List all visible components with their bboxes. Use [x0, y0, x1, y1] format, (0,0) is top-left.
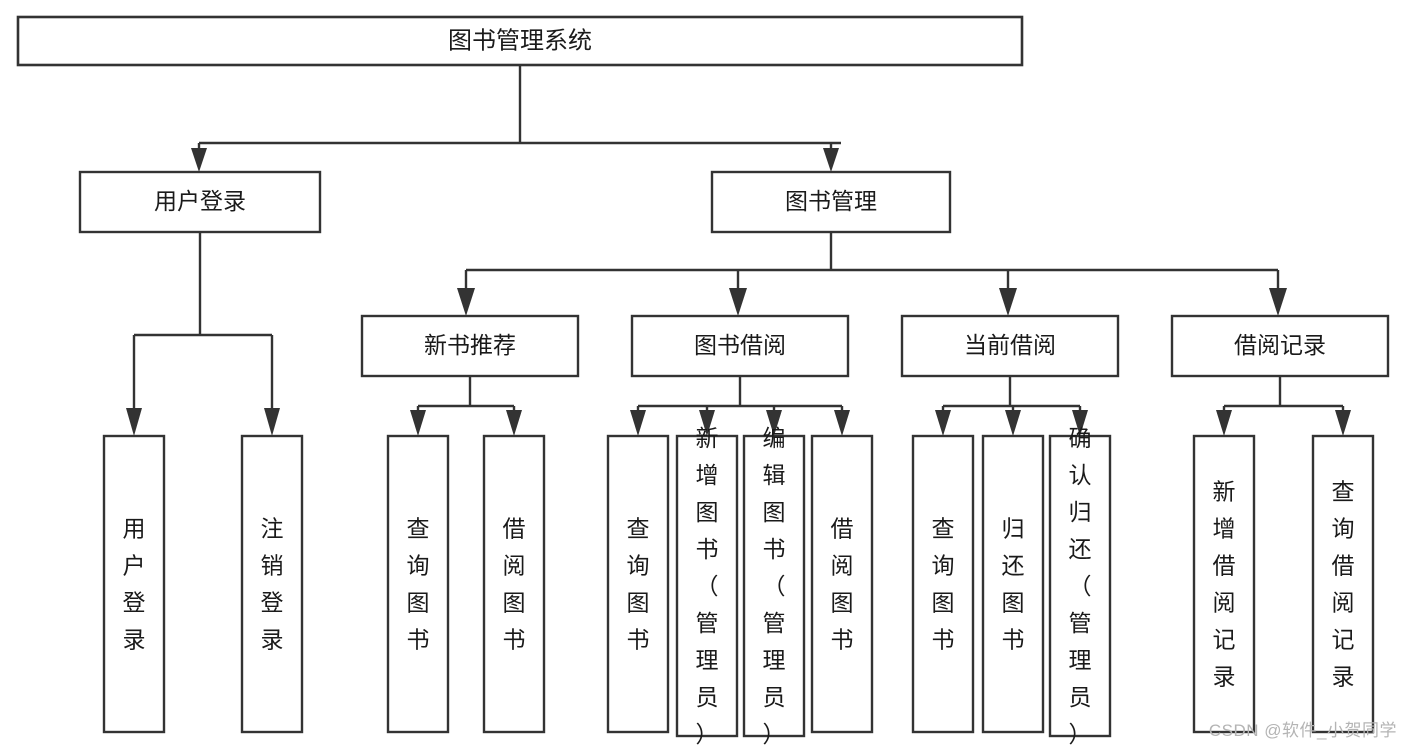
leaf-user-login[interactable]: 用户登录 [102, 434, 166, 734]
leaf-br-add-record-box[interactable] [1192, 434, 1256, 734]
arrow-to-borrow [729, 288, 747, 316]
leaf-nb-query-book-label: 查询图书 [407, 516, 430, 653]
leaf-nb-query-book[interactable]: 查询图书 [386, 434, 450, 734]
leaf-cb-return-book[interactable]: 归还图书 [981, 434, 1045, 734]
node-current-borrow-box[interactable] [900, 314, 1120, 378]
node-user-login-label: 用户登录 [154, 188, 246, 214]
leaf-cb-return-book-label: 归还图书 [1002, 516, 1025, 653]
arrow-leaf-logout [264, 408, 280, 436]
leaf-bb-borrow-book-box[interactable] [810, 434, 874, 734]
node-root-label: 图书管理系统 [448, 27, 592, 54]
arrow-bb-edit-book [766, 410, 782, 436]
leaf-logout-box[interactable] [240, 434, 304, 734]
node-book-borrow[interactable]: 图书借阅 [630, 314, 850, 378]
leaf-bb-query-book-box[interactable] [606, 434, 670, 734]
arrow-bb-borrow-book [834, 410, 850, 436]
leaf-cb-query-book-box[interactable] [911, 434, 975, 734]
node-root-box[interactable] [16, 15, 1024, 67]
node-book-management-box[interactable] [710, 170, 952, 234]
node-borrow-record[interactable]: 借阅记录 [1170, 314, 1390, 378]
arrow-cb-confirm-return [1072, 410, 1088, 436]
arrow-nb-borrow-book [506, 410, 522, 436]
node-user-login-box[interactable] [78, 170, 322, 234]
arrow-to-book-management [823, 148, 839, 172]
arrow-leaf-user-login [126, 408, 142, 436]
node-user-login[interactable]: 用户登录 [78, 170, 322, 234]
leaf-bb-borrow-book-label: 借阅图书 [831, 516, 854, 653]
leaf-cb-return-book-box[interactable] [981, 434, 1045, 734]
leaf-cb-query-book-label: 查询图书 [932, 516, 955, 653]
leaf-nb-borrow-book-label: 借阅图书 [503, 516, 526, 653]
node-borrow-record-label: 借阅记录 [1234, 332, 1326, 358]
leaf-bb-query-book[interactable]: 查询图书 [606, 434, 670, 734]
node-new-book-recommend-label: 新书推荐 [424, 332, 516, 358]
arrow-nb-query-book [410, 410, 426, 436]
leaf-bb-add-book-box[interactable] [675, 434, 739, 738]
leaf-cb-confirm-return-label: 确认归还（管理员） [1069, 425, 1092, 747]
leaf-cb-confirm-return[interactable]: 确认归还（管理员） [1048, 425, 1112, 747]
leaf-br-add-record-label: 新增借阅记录 [1213, 479, 1236, 690]
leaf-bb-add-book-label: 新增图书（管理员） [696, 425, 719, 747]
leaf-br-query-record[interactable]: 查询借阅记录 [1311, 434, 1375, 734]
arrow-to-new-book [457, 288, 475, 316]
arrow-bb-query-book [630, 410, 646, 436]
node-current-borrow-label: 当前借阅 [964, 332, 1056, 358]
node-book-management-label: 图书管理 [785, 188, 877, 214]
leaf-nb-query-book-box[interactable] [386, 434, 450, 734]
arrow-br-add-record [1216, 410, 1232, 436]
leaf-br-query-record-label: 查询借阅记录 [1332, 479, 1355, 690]
arrow-to-user-login [191, 148, 207, 172]
leaf-user-login-box[interactable] [102, 434, 166, 734]
node-new-book-recommend-box[interactable] [360, 314, 580, 378]
arrow-cb-query-book [935, 410, 951, 436]
leaf-bb-borrow-book[interactable]: 借阅图书 [810, 434, 874, 734]
leaf-br-add-record[interactable]: 新增借阅记录 [1192, 434, 1256, 734]
node-root-system[interactable]: 图书管理系统 [16, 15, 1024, 67]
arrow-cb-return-book [1005, 410, 1021, 436]
node-book-borrow-box[interactable] [630, 314, 850, 378]
leaf-nb-borrow-book[interactable]: 借阅图书 [482, 434, 546, 734]
arrow-br-query-record [1335, 410, 1351, 436]
node-book-borrow-label: 图书借阅 [694, 332, 786, 358]
leaf-user-login-label: 用户登录 [123, 516, 146, 653]
node-book-management[interactable]: 图书管理 [710, 170, 952, 234]
leaf-bb-edit-book[interactable]: 编辑图书（管理员） [742, 425, 806, 747]
leaf-cb-query-book[interactable]: 查询图书 [911, 434, 975, 734]
connectors [126, 65, 1351, 436]
node-new-book-recommend[interactable]: 新书推荐 [360, 314, 580, 378]
arrow-to-record [1269, 288, 1287, 316]
node-borrow-record-box[interactable] [1170, 314, 1390, 378]
leaf-bb-edit-book-label: 编辑图书（管理员） [763, 425, 786, 747]
leaf-bb-add-book[interactable]: 新增图书（管理员） [675, 425, 739, 747]
arrow-to-current [999, 288, 1017, 316]
leaf-logout[interactable]: 注销登录 [240, 434, 304, 734]
node-current-borrow[interactable]: 当前借阅 [900, 314, 1120, 378]
leaf-cb-confirm-return-box[interactable] [1048, 434, 1112, 738]
leaf-bb-query-book-label: 查询图书 [627, 516, 650, 653]
leaf-nb-borrow-book-box[interactable] [482, 434, 546, 734]
leaf-logout-label: 注销登录 [261, 516, 284, 653]
leaf-bb-edit-book-box[interactable] [742, 434, 806, 738]
leaf-br-query-record-box[interactable] [1311, 434, 1375, 734]
arrow-bb-add-book [699, 410, 715, 436]
